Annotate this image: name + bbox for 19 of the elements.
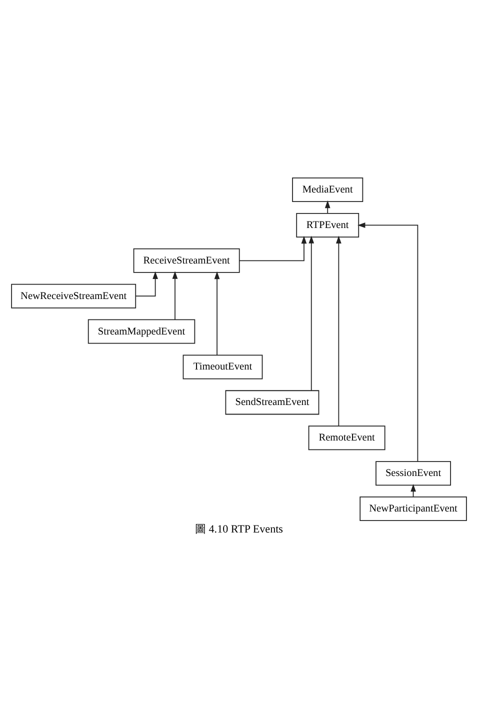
node-box: RemoteEvent xyxy=(308,426,386,450)
node-box: StreamMappedEvent xyxy=(88,319,196,344)
arrow xyxy=(172,271,178,320)
caption: 圖 4.10 RTP Events xyxy=(195,523,283,536)
node-box: NewParticipantEvent xyxy=(360,496,467,522)
arrow xyxy=(135,271,158,297)
node-box: SendStreamEvent xyxy=(225,390,320,415)
arrow xyxy=(214,271,220,356)
arrow xyxy=(336,236,342,426)
node-box: ReceiveStreamEvent xyxy=(133,248,240,273)
arrow xyxy=(358,222,418,462)
arrow xyxy=(324,200,330,214)
arrow xyxy=(308,236,314,391)
node-box: MediaEvent xyxy=(292,178,364,202)
node-box: TimeoutEvent xyxy=(182,354,263,380)
node-box: SessionEvent xyxy=(376,461,451,486)
node-box: NewReceiveStreamEvent xyxy=(11,284,136,308)
arrow xyxy=(239,236,307,262)
node-box: RTPEvent xyxy=(296,212,360,238)
